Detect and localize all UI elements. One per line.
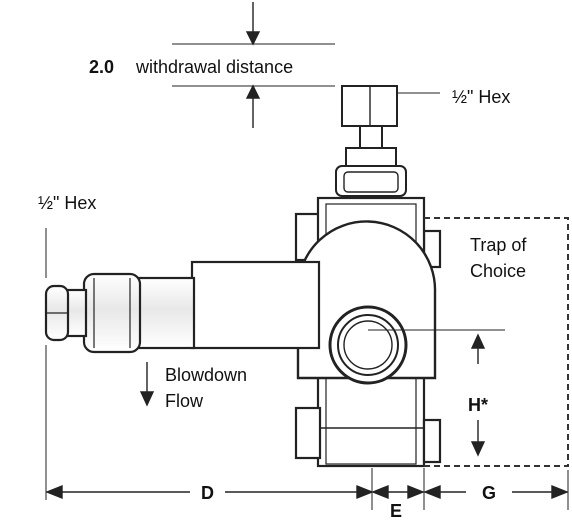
dim-g-label: G [482, 483, 497, 503]
dim-d-label: D [201, 483, 214, 503]
dim-e-label: E [390, 501, 403, 521]
hex-left-label: ½" Hex [38, 193, 97, 213]
left-pipe [44, 260, 321, 354]
withdrawal-label: withdrawal distance [136, 57, 294, 77]
trap-outline [424, 217, 569, 467]
withdrawal-dimension [172, 2, 335, 128]
blowdown-arrow [139, 362, 155, 407]
trap-label-line1: Trap of [470, 235, 527, 255]
top-stem [335, 85, 440, 197]
bottom-dimensions [45, 228, 569, 510]
dim-h-label: H* [468, 395, 489, 415]
blowdown-label-line2: Flow [165, 391, 204, 411]
trap-label-line2: Choice [470, 261, 527, 281]
blowdown-label-line1: Blowdown [165, 365, 248, 385]
hex-top-label: ½" Hex [452, 87, 511, 107]
valve-body [294, 196, 505, 468]
withdrawal-value: 2.0 [89, 57, 115, 77]
h-dimension [470, 333, 486, 457]
